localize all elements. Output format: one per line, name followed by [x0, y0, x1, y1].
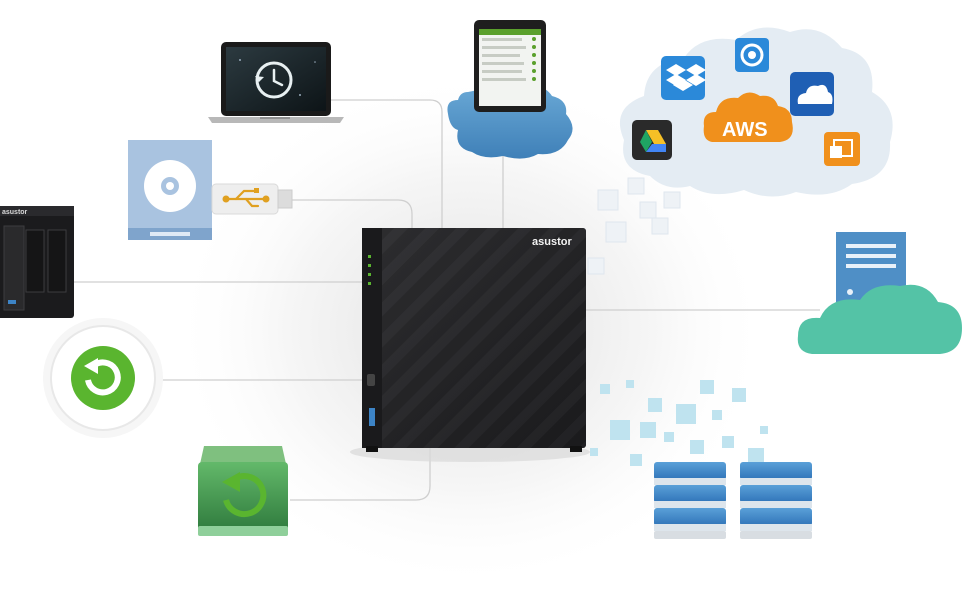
secondary-nas: asustor	[0, 206, 74, 318]
sync-backup-badge	[43, 318, 163, 438]
dropbox-icon	[661, 56, 706, 100]
line-laptop	[330, 99, 443, 228]
onedrive-icon	[790, 72, 834, 116]
database-stack-left	[654, 462, 726, 539]
pixel-squares	[590, 380, 768, 466]
svg-text:asustor: asustor	[2, 209, 28, 216]
google-drive-icon	[632, 120, 672, 160]
usb-stick	[211, 183, 293, 215]
database-stack-right	[740, 462, 812, 539]
copy-icon	[824, 132, 860, 166]
aws-icon: AWS	[703, 92, 793, 142]
disc-icon	[144, 160, 196, 212]
central-nas: asustor	[350, 228, 590, 462]
nas-brand-label: asustor	[532, 236, 572, 248]
smartphone-cloud	[447, 20, 573, 159]
external-drive	[198, 446, 288, 536]
connector-lines	[70, 99, 820, 501]
sync-icon-drive	[222, 472, 267, 518]
sync-icon	[84, 358, 121, 396]
laptop	[208, 42, 344, 123]
usb-icon	[222, 189, 266, 208]
sync-service-icon	[735, 38, 769, 72]
cloud-services: AWS	[587, 27, 893, 275]
line-usb	[280, 199, 413, 228]
aws-label: AWS	[722, 119, 768, 141]
storage-servers	[590, 380, 812, 539]
remote-server-cloud	[797, 232, 962, 354]
floating-cubes	[587, 177, 681, 275]
optical-drive	[128, 140, 293, 240]
line-drive	[290, 448, 431, 501]
time-machine-icon	[255, 61, 293, 99]
